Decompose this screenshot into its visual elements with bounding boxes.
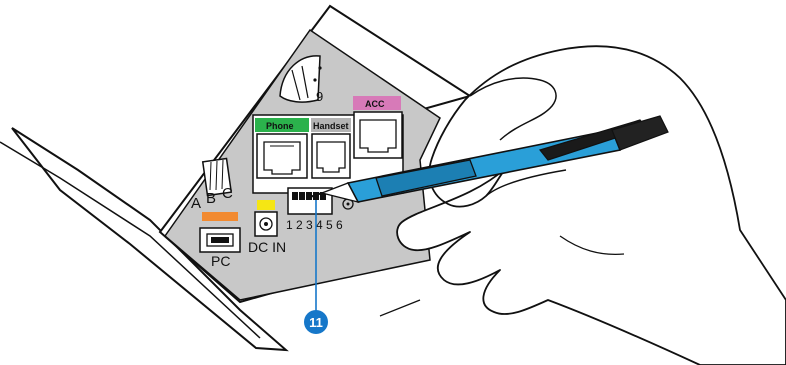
acc-port: ACC xyxy=(353,96,402,158)
pc-label: PC xyxy=(211,253,230,269)
palm-line xyxy=(380,300,420,316)
selector-label-a: A xyxy=(191,195,201,212)
dial-digit: 9 xyxy=(316,89,323,104)
callout-number: 11 xyxy=(309,315,323,330)
phone-port: Phone xyxy=(255,118,309,178)
selector-label-b: B xyxy=(206,190,216,207)
handset-port-label: Handset xyxy=(313,121,349,131)
dc-in-color-tag xyxy=(257,200,275,210)
phone-port-label: Phone xyxy=(266,121,294,131)
handset-port: Handset xyxy=(311,118,351,178)
dip-switch-numbers: 1 2 3 4 5 6 xyxy=(286,218,343,232)
pc-color-tag xyxy=(202,212,238,221)
dc-in-label: DC IN xyxy=(248,239,286,255)
acc-port-label: ACC xyxy=(365,99,385,109)
selector-label-c: C xyxy=(222,185,233,202)
